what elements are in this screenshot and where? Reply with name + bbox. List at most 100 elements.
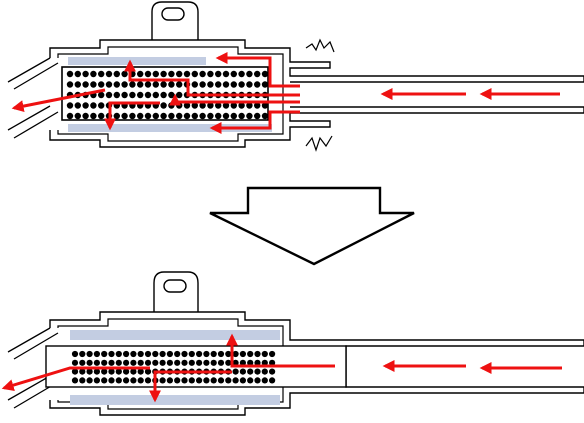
perforation-hole [215, 81, 222, 88]
perforation-hole [160, 112, 167, 120]
perforation-hole [181, 350, 188, 358]
perforation-hole [261, 70, 269, 78]
perforation-hole [166, 359, 173, 366]
perforation-hole [183, 70, 191, 78]
perforation-hole [101, 377, 108, 384]
perforation-hole [152, 70, 159, 78]
perforation-hole [203, 350, 210, 358]
perforation-hole [144, 112, 152, 120]
insulation-band-bottom-lower [70, 395, 280, 405]
perforation-hole [210, 359, 217, 366]
perforation-hole [196, 350, 203, 358]
perforation-hole [86, 368, 93, 375]
perforation-hole [137, 368, 144, 375]
perforation-hole [230, 81, 237, 88]
perforation-hole [123, 350, 130, 358]
perforation-hole [123, 359, 130, 366]
insulation-band-top-lower [68, 124, 272, 132]
down-arrow-icon [209, 186, 415, 266]
perforation-hole [246, 102, 253, 109]
perforation-hole [152, 112, 159, 120]
perforation-hole [181, 359, 188, 366]
perforation-hole [160, 102, 167, 109]
perforation-hole [207, 81, 214, 88]
perforation-hole [130, 350, 137, 358]
perforation-hole [199, 112, 206, 120]
perforation-hole [254, 70, 261, 78]
perforation-hole [196, 377, 203, 384]
perforation-hole [101, 368, 108, 375]
perforation-hole [246, 112, 253, 120]
perforation-hole [98, 102, 105, 109]
perforation-hole [108, 350, 115, 358]
perforation-hole [93, 377, 100, 384]
perforation-hole [191, 81, 198, 88]
perforation-hole [90, 70, 97, 78]
perforation-hole [152, 359, 159, 366]
perforation-hole [168, 112, 175, 120]
muffler-casing-top [49, 39, 584, 148]
perforation-hole [160, 91, 167, 99]
perforation-hole [247, 350, 254, 358]
perforation-hole [215, 112, 222, 120]
perforation-hole [144, 91, 152, 99]
perforation-hole [210, 377, 217, 384]
perforation-hole [261, 368, 268, 375]
perforation-hole [113, 112, 121, 120]
perforation-hole [222, 70, 230, 78]
perforation-hole [230, 70, 237, 78]
perforation-hole [144, 377, 152, 384]
perforation-hole [207, 102, 214, 109]
perforation-hole [160, 81, 167, 88]
perforation-hole [254, 359, 261, 366]
flow-arrow [149, 370, 232, 403]
perforation-hole [137, 377, 144, 384]
perforation-hole [239, 377, 246, 384]
flow-arrow [104, 101, 160, 131]
perforation-hole [191, 102, 198, 109]
flow-arrows-top [11, 52, 560, 134]
perforation-hole [108, 368, 115, 375]
perforation-hole [246, 81, 253, 88]
perforation-hole [239, 368, 246, 375]
perforation-hole [222, 102, 230, 109]
perforation-hole [71, 350, 79, 358]
perforation-hole [129, 112, 136, 120]
perforation-hole [232, 377, 239, 384]
perforation-hole [247, 359, 254, 366]
perforation-hole [108, 377, 115, 384]
perforation-hole [121, 70, 128, 78]
perforation-hole [123, 377, 130, 384]
perforation-hole [137, 112, 144, 120]
flow-arrow [169, 93, 300, 106]
perforation-hole [159, 377, 166, 384]
perforation-hole [269, 359, 276, 366]
perforation-hole [130, 377, 137, 384]
perforation-hole [90, 102, 97, 109]
perforation-hole [86, 350, 93, 358]
flow-arrows-bottom [1, 333, 562, 403]
perforation-hole [246, 70, 253, 78]
perforation-hole [176, 112, 183, 120]
perforation-hole [196, 359, 203, 366]
perforation-hole [222, 81, 230, 88]
perforation-hole [203, 377, 210, 384]
perforation-hole [199, 102, 206, 109]
perforation-hole [239, 359, 246, 366]
perforation-hole [168, 70, 175, 78]
perforation-hole [269, 350, 276, 358]
perforation-hole [93, 359, 100, 366]
perforation-hole [238, 70, 245, 78]
perforation-hole [188, 350, 195, 358]
perforation-hole [129, 91, 136, 99]
perforation-hole [113, 91, 121, 99]
flow-arrow [209, 110, 300, 134]
perforation-hole [82, 112, 89, 120]
perforation-hole [79, 377, 86, 384]
muffler-before [7, 1, 584, 152]
perforation-hole [207, 70, 214, 78]
flow-arrow [215, 52, 300, 88]
perforation-hole [174, 350, 181, 358]
perforation-hole [191, 70, 198, 78]
